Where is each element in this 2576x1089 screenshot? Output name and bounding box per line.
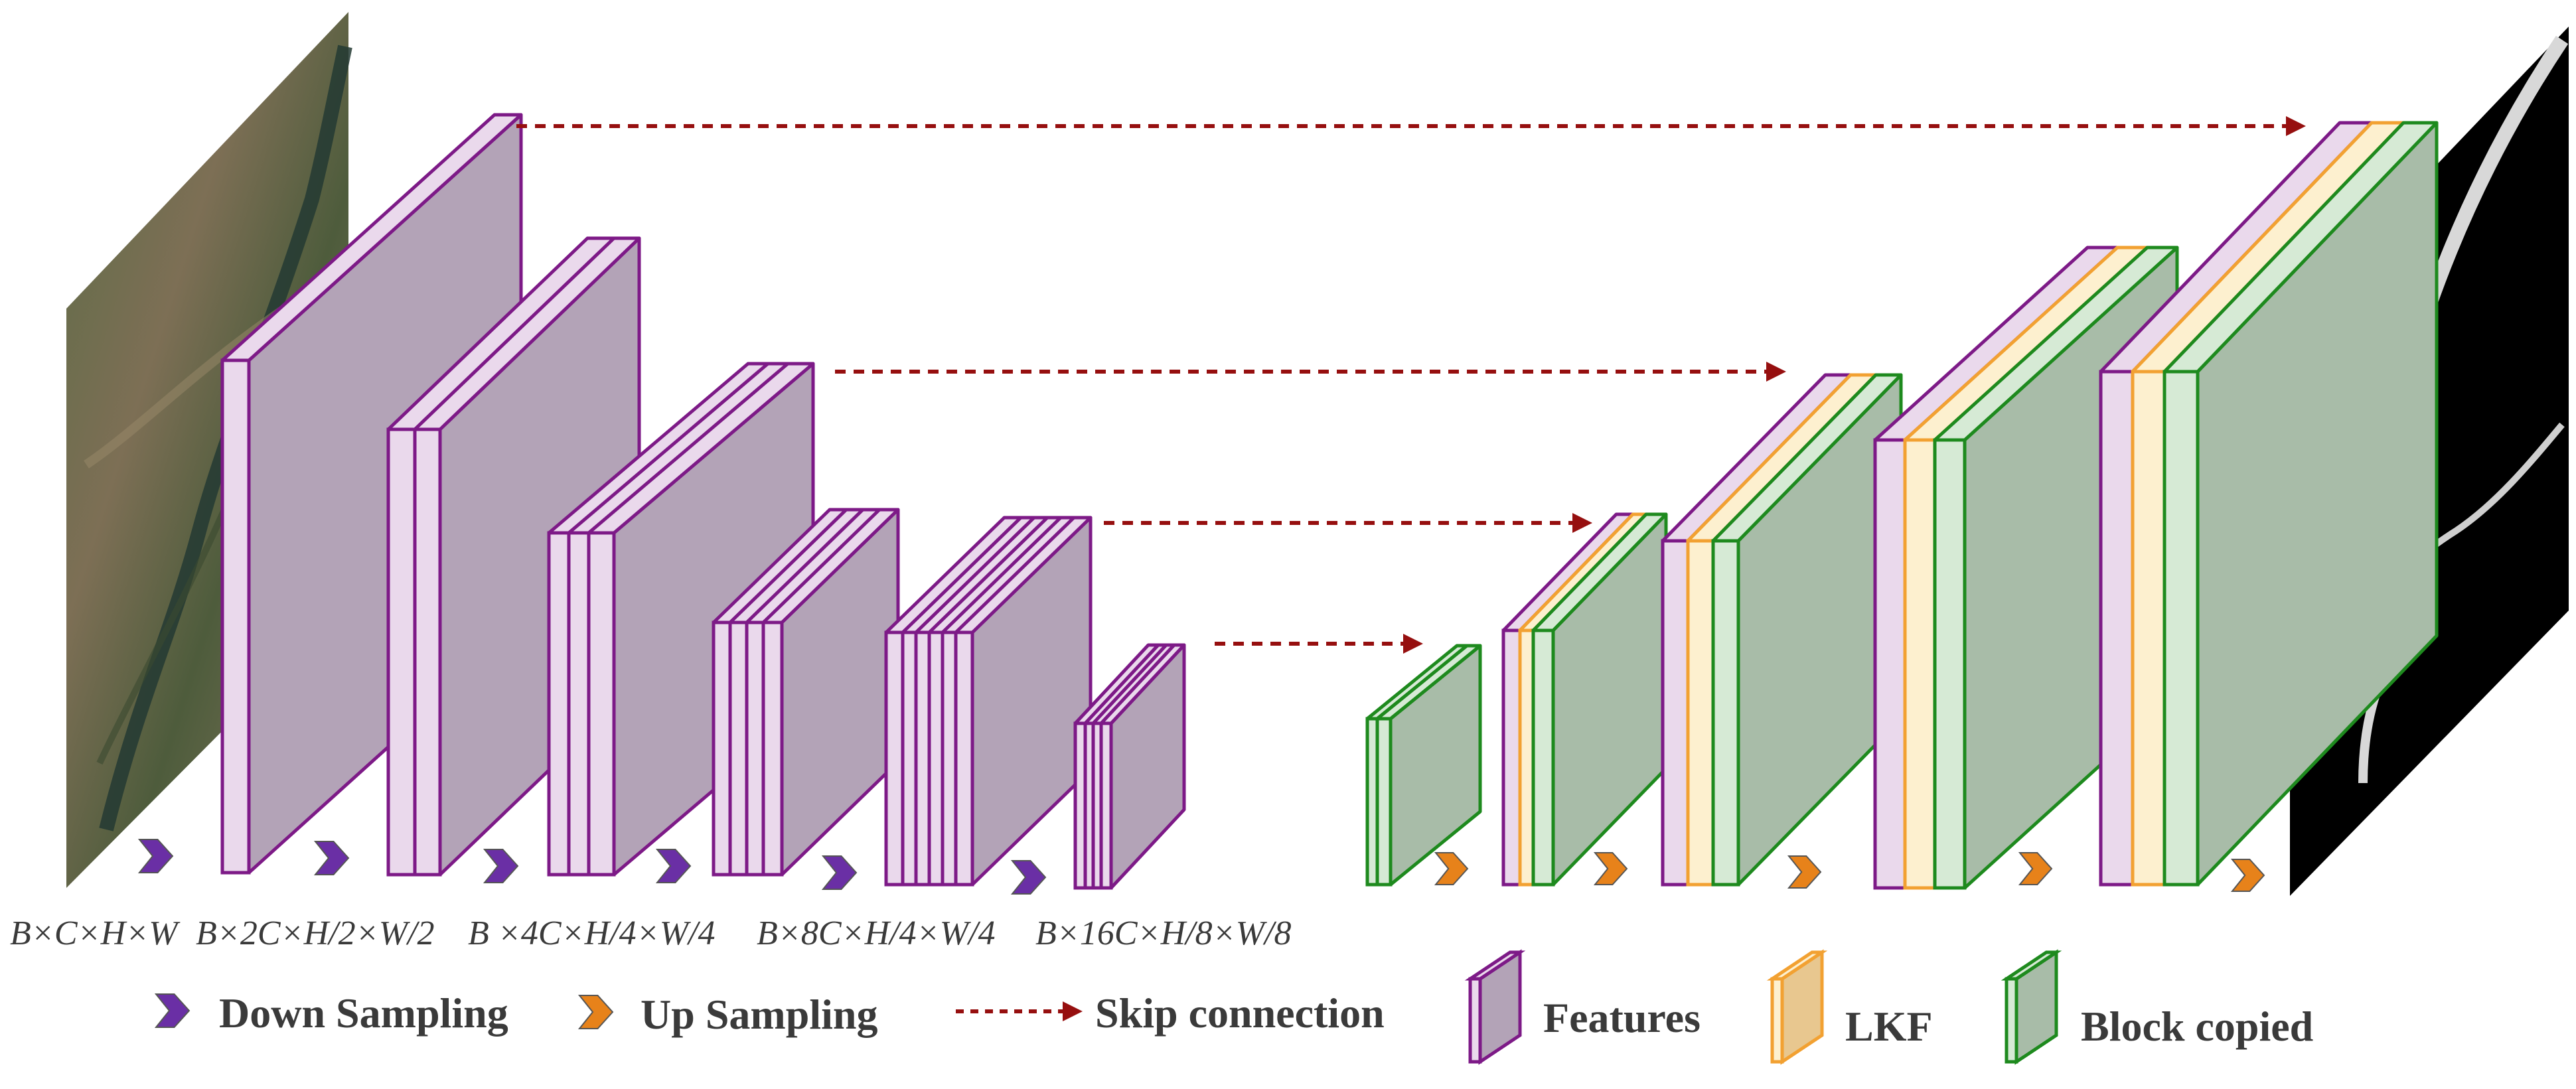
- dimension-labels: B×C×H×W B×2C×H/2×W/2 B ×4C×H/4×W/4 B×8C×…: [10, 914, 1291, 952]
- down-sampling-chevron-legend: [154, 993, 190, 1028]
- legend: Down Sampling Up Sampling Skip connectio…: [154, 949, 2313, 1065]
- down-sampling-icon: [154, 993, 190, 1028]
- dim-label-level-4: B×16C×H/8×W/8: [1035, 914, 1291, 952]
- legend-up-sampling-label: Up Sampling: [641, 991, 877, 1038]
- dim-label-input: B×C×H×W: [10, 914, 181, 952]
- down-sampling-chevron-2: [313, 841, 350, 875]
- up-sampling-chevron-2: [1593, 852, 1628, 885]
- legend-block-copied-label: Block copied: [2081, 1003, 2313, 1050]
- encoder-block-5: [884, 516, 1093, 887]
- dim-label-level-2: B ×4C×H/4×W/4: [468, 914, 715, 952]
- down-sampling-chevron-6: [1010, 860, 1047, 895]
- decoder-block-1: [1365, 644, 1482, 887]
- sampling-arrows: [137, 839, 2265, 895]
- decoder-block-2: [1501, 512, 1668, 887]
- dim-label-level-1: B×2C×H/2×W/2: [196, 914, 434, 952]
- legend-down-sampling-label: Down Sampling: [219, 989, 508, 1037]
- decoder-block-3: [1661, 373, 1903, 887]
- dim-label-level-3: B×8C×H/4×W/4: [757, 914, 995, 952]
- encoder-block-4: [712, 508, 900, 877]
- up-sampling-chevron-3: [1787, 855, 1822, 889]
- legend-skip-connection-label: Skip connection: [1095, 989, 1385, 1037]
- decoder-block-5: [2099, 121, 2439, 887]
- block-copied-icon: [2001, 949, 2062, 1065]
- legend-features-label: Features: [1543, 994, 1701, 1041]
- down-sampling-chevron-4: [655, 849, 692, 883]
- down-sampling-chevron-1: [137, 839, 174, 873]
- legend-lkf-label: LKF: [1845, 1003, 1933, 1050]
- up-sampling-icon: [577, 995, 614, 1029]
- up-sampling-chevron-5: [2230, 859, 2265, 892]
- skip-connections: [516, 116, 2306, 654]
- lkf-icon: [1766, 949, 1828, 1065]
- up-sampling-chevron-1: [1434, 852, 1469, 885]
- encoder-block-2: [386, 236, 641, 877]
- encoder-block-6: [1073, 643, 1186, 890]
- down-sampling-chevron-3: [483, 849, 519, 883]
- up-sampling-chevron-4: [2018, 852, 2053, 885]
- down-sampling-chevron-5: [821, 855, 858, 890]
- up-sampling-chevron-legend: [577, 995, 614, 1029]
- feature-blocks: [220, 113, 2439, 890]
- features-icon: [1464, 949, 1526, 1065]
